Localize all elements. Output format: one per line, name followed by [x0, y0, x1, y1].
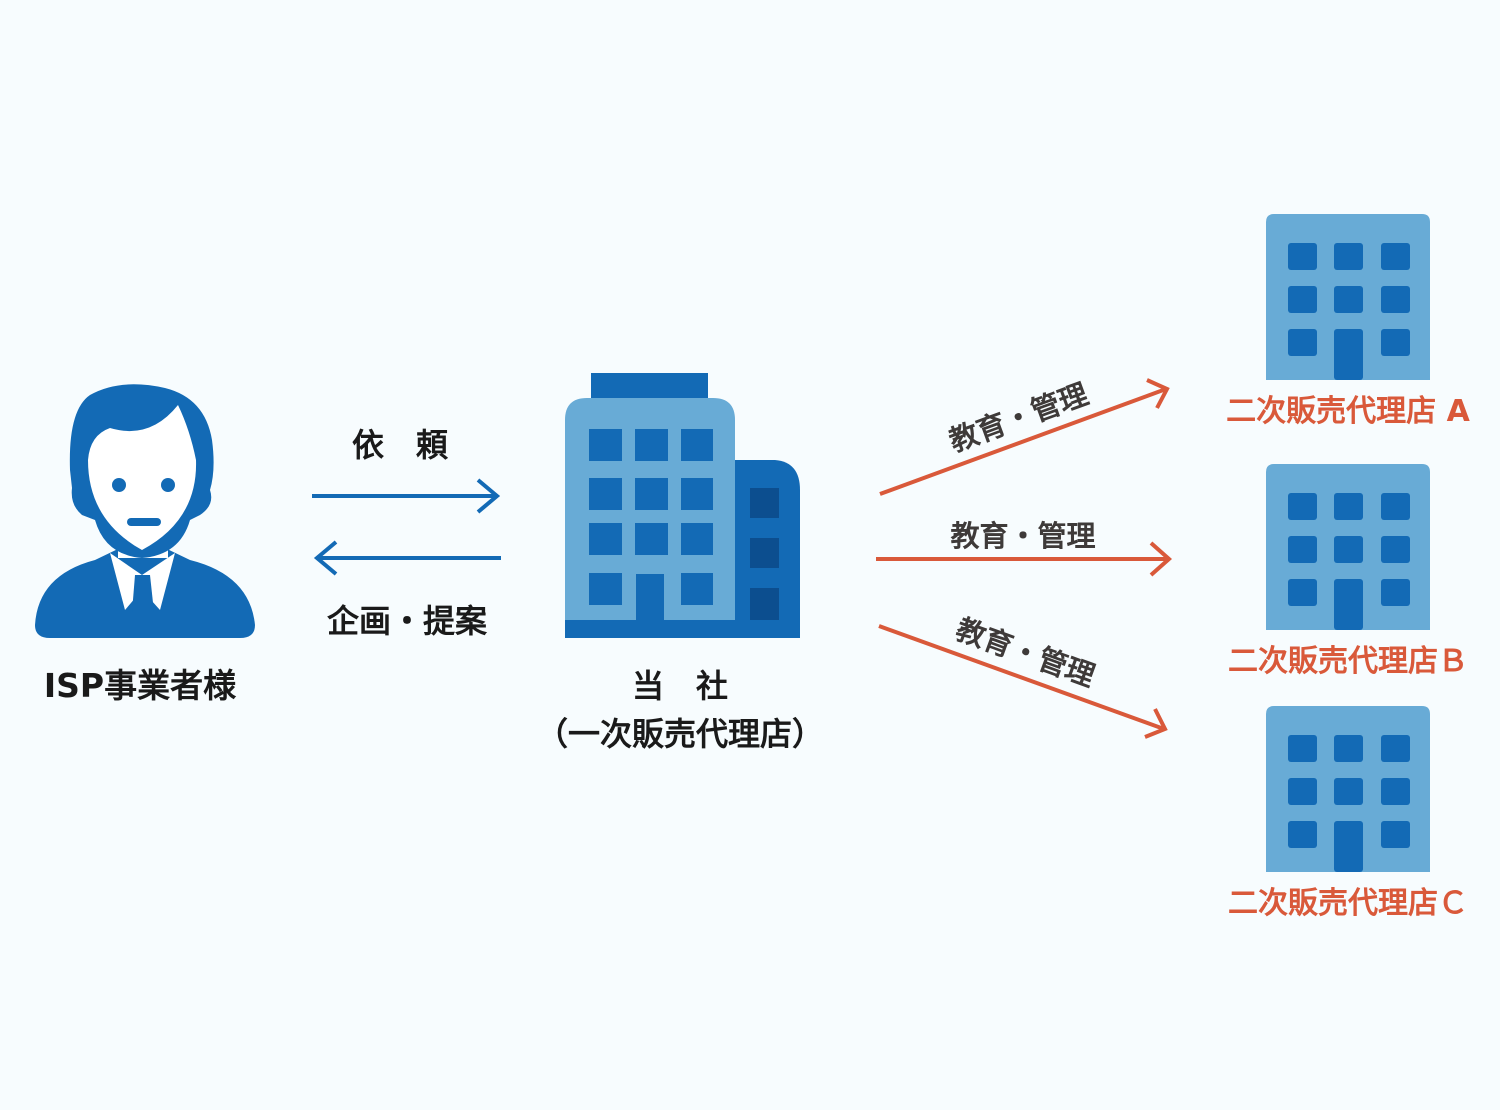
reseller-label-a: 二次販売代理店 A — [1226, 394, 1470, 429]
door — [1334, 579, 1363, 630]
window — [1381, 778, 1410, 805]
window — [1288, 735, 1317, 762]
reseller-building-icon-c — [1266, 706, 1430, 872]
client-label: ISP事業者様 — [44, 666, 237, 705]
window — [1288, 243, 1317, 270]
window — [1288, 821, 1317, 848]
window — [1288, 579, 1317, 606]
window — [1381, 579, 1410, 606]
window — [1381, 821, 1410, 848]
businessman-icon — [35, 384, 255, 638]
window — [1334, 536, 1363, 563]
window — [1381, 493, 1410, 520]
management-arrow-a — [879, 378, 1170, 496]
reseller-building-icon-a — [1266, 214, 1430, 380]
window — [1334, 286, 1363, 313]
window — [1381, 286, 1410, 313]
window — [1381, 536, 1410, 563]
window — [1334, 778, 1363, 805]
door — [1334, 821, 1363, 872]
window — [1288, 329, 1317, 356]
company-subtitle: （一次販売代理店） — [536, 715, 824, 753]
reseller-label-b: 二次販売代理店Ｂ — [1228, 644, 1468, 679]
company-name: 当 社 — [632, 667, 728, 705]
window — [1288, 493, 1317, 520]
proposal-arrow — [313, 540, 501, 576]
proposal-label: 企画・提案 — [327, 602, 488, 640]
window — [1334, 493, 1363, 520]
window — [1381, 243, 1410, 270]
door — [1334, 329, 1363, 380]
window — [1381, 735, 1410, 762]
window — [1288, 536, 1317, 563]
window — [1288, 778, 1317, 805]
window — [1381, 329, 1410, 356]
management-arrow-b — [876, 541, 1173, 577]
office-building-icon — [565, 373, 800, 638]
relation-label-b: 教育・管理 — [950, 519, 1095, 553]
window — [1334, 243, 1363, 270]
reseller-building-icon-b — [1266, 464, 1430, 630]
request-arrow — [312, 478, 501, 514]
reseller-label-c: 二次販売代理店Ｃ — [1228, 886, 1468, 921]
window — [1288, 286, 1317, 313]
window — [1334, 735, 1363, 762]
management-arrow-c — [878, 624, 1168, 739]
request-label: 依 頼 — [352, 426, 449, 464]
